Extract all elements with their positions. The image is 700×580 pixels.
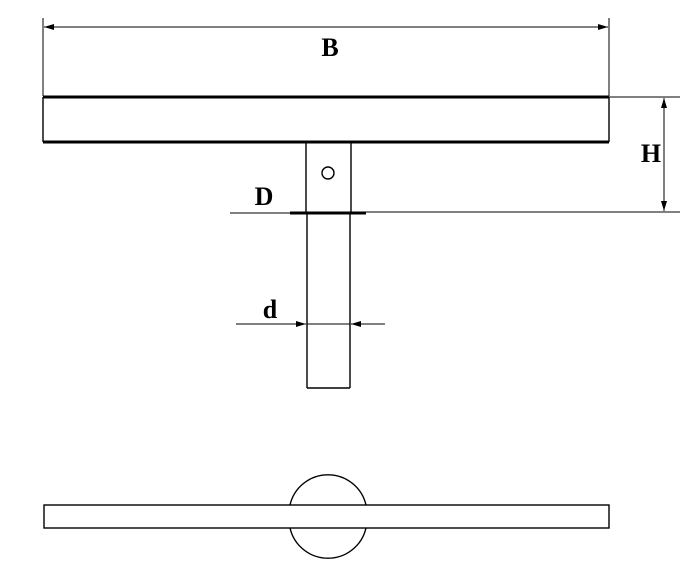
handle-bar [42,95,610,144]
top-view-boss-lower-arc [289,527,367,559]
d-collar-label: D [255,182,274,211]
d-shaft-label: d [263,295,278,324]
dimension-b: B [42,18,610,96]
shaft-upper [305,142,352,212]
top-view [43,474,610,559]
top-view-boss-upper-arc [289,474,367,506]
shaft-lower [306,214,351,389]
dimension-h: H [365,96,680,213]
top-view-bar [43,504,610,529]
pin-hole [321,166,335,180]
b-label: B [321,33,338,62]
front-view: B H D [42,18,680,389]
dimension-d-shaft: d [236,295,385,327]
dimension-d-collar: D [230,182,366,215]
h-label: H [641,139,661,168]
